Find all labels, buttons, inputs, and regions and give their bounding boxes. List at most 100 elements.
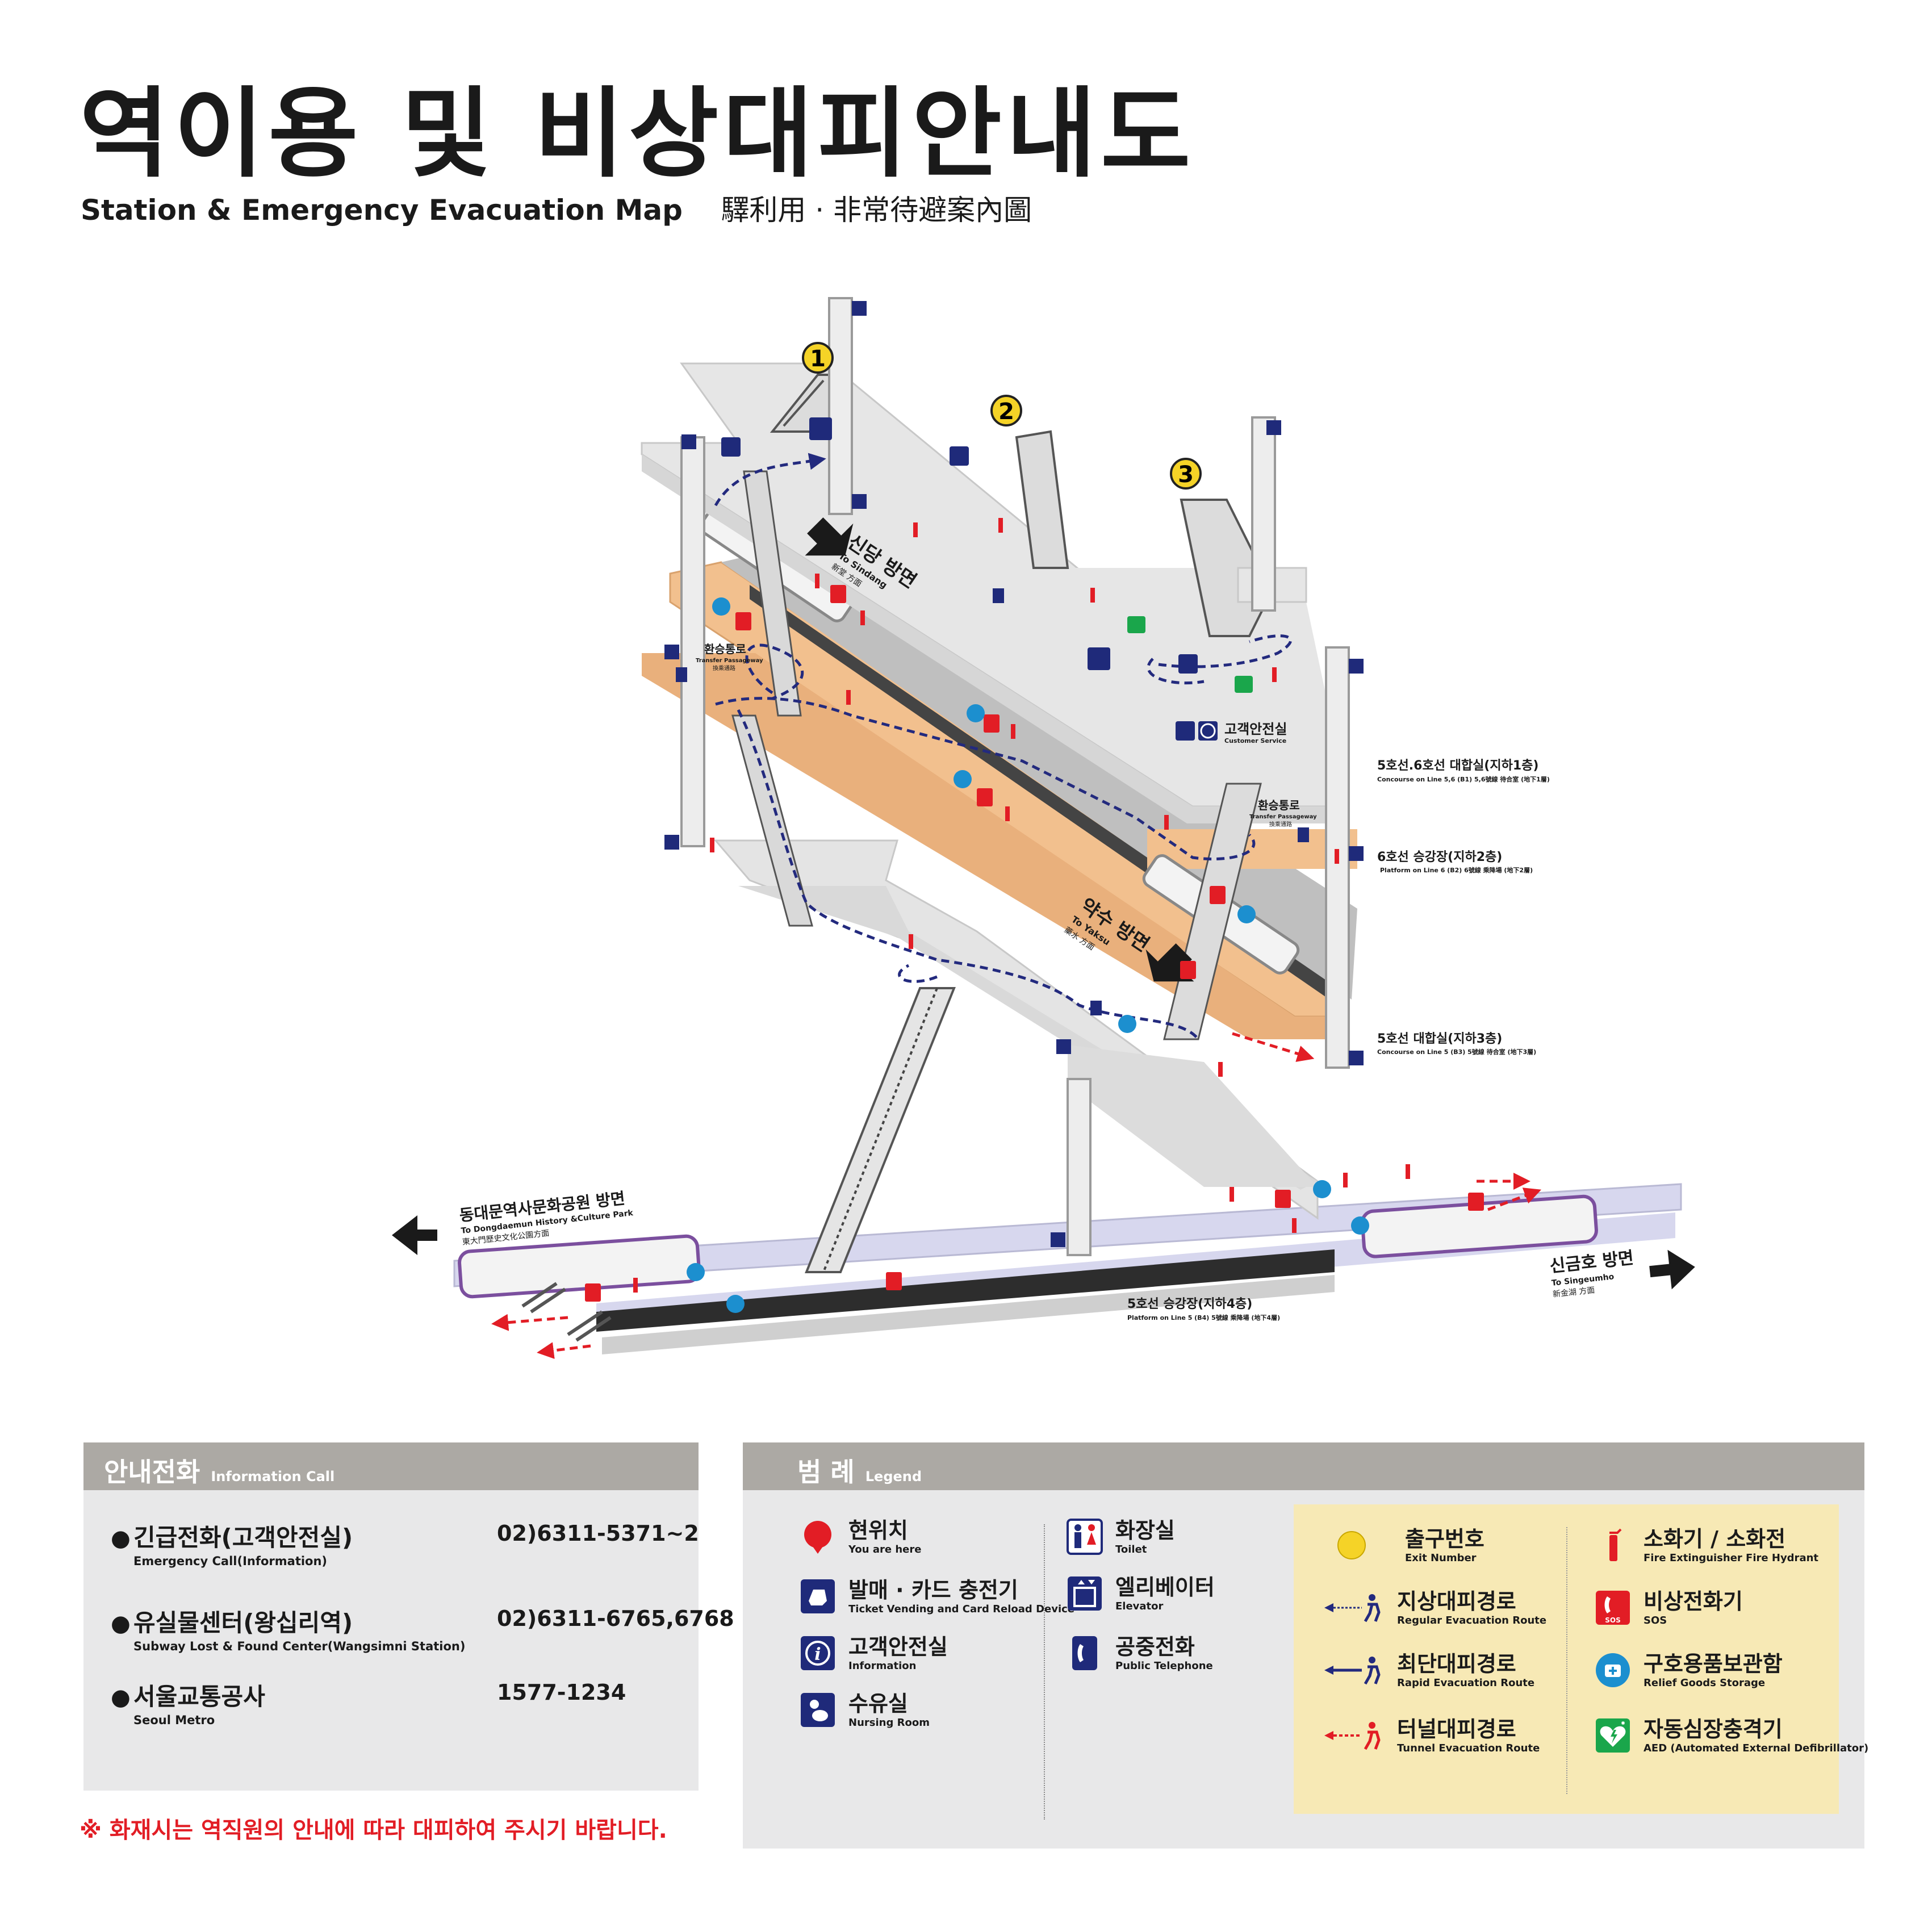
legend-sublabel: Regular Evacuation Route (1397, 1614, 1547, 1626)
legend-sublabel: Information (848, 1659, 917, 1672)
svg-text:換乘通路: 換乘通路 (1269, 821, 1292, 828)
aed-icon (1596, 1718, 1630, 1753)
seoul-metro-phone-number[interactable]: 1577-1234 (497, 1680, 626, 1705)
info-call-subtitle: Information Call (211, 1469, 335, 1484)
nursing-room-icon (801, 1693, 835, 1727)
legend-sublabel: Toilet (1115, 1543, 1147, 1555)
elevator-shafts (680, 297, 1350, 1256)
legend-label: 비상전화기 (1644, 1589, 1743, 1614)
legend-sublabel: AED (Automated External Defibrillator) (1644, 1742, 1869, 1754)
label-transfer-left: 환승통로 Transfer Passageway 換乘通路 (696, 642, 763, 672)
legend-label: 출구번호 (1405, 1527, 1484, 1552)
fire-notice: ※ 화재시는 역직원의 안내에 따라 대피하여 주시기 바랍니다. (80, 1817, 667, 1843)
level-b1-sub: Concourse on Line 5,6 (B1) 5,6號線 待合室 (地下… (1377, 775, 1550, 783)
rapid-evacuation-icon (1324, 1657, 1381, 1685)
label-transfer-right: 환승통로 Transfer Passageway 換乘通路 (1249, 798, 1317, 828)
legend-sublabel: Fire Extinguisher Fire Hydrant (1644, 1552, 1819, 1564)
toilet-icon-map (950, 446, 969, 466)
level-b4-label: 5호선 승강장(지하4층) (1127, 1297, 1252, 1311)
fire-extinguisher-icons (633, 518, 1410, 1293)
svg-text:換乘通路: 換乘通路 (713, 664, 735, 672)
info-call-header: 안내전화 Information Call (83, 1442, 699, 1490)
legend-sublabel: Rapid Evacuation Route (1397, 1676, 1535, 1689)
info-row-sublabel: Subway Lost & Found Center(Wangsimni Sta… (133, 1640, 466, 1653)
public-telephone-icon (1072, 1636, 1097, 1670)
info-row-sublabel: Seoul Metro (133, 1713, 215, 1727)
ticket-machine-icon (801, 1579, 835, 1613)
stair-exit-2 (1015, 430, 1069, 569)
legend-sublabel: SOS (1644, 1614, 1667, 1626)
legend-label: 구호용품보관함 (1644, 1651, 1783, 1676)
legend-label: 엘리베이터 (1115, 1575, 1215, 1600)
legend-label: 수유실 (848, 1691, 908, 1716)
exit-number-1: 1 (810, 346, 826, 372)
lost-found-phone-number[interactable]: 02)6311-6765,6768 (497, 1606, 734, 1631)
subtitle-english: Station & Emergency Evacuation Map (81, 194, 683, 227)
svg-text:신금호 방면: 신금호 방면 (1549, 1248, 1634, 1277)
info-row-sublabel: Emergency Call(Information) (133, 1554, 328, 1568)
legend-box-divider (1566, 1527, 1567, 1794)
info-row-label: 유실물센터(왕십리역) (133, 1609, 353, 1637)
exit-badge-3 (1170, 458, 1202, 490)
evacuation-routes (491, 453, 1542, 1360)
elevator-icon (1068, 1576, 1102, 1611)
level-b1-label: 5호선.6호선 대합실(지하1층) (1377, 758, 1538, 773)
direction-arrow-ddp (392, 1215, 437, 1255)
page-title: 역이용 및 비상대피안내도 (80, 77, 1195, 191)
exit-badges: 1 2 3 (802, 342, 1202, 490)
exit-number-2: 2 (998, 399, 1014, 425)
svg-text:Transfer Passageway: Transfer Passageway (1249, 814, 1317, 820)
label-singeumho: 신금호 방면 To Singeumho 新金湖 方面 (1549, 1248, 1634, 1299)
svg-text:Transfer Passageway: Transfer Passageway (696, 658, 763, 664)
relief-goods-icons (687, 597, 1369, 1313)
concourse-b1 (641, 362, 1347, 823)
fire-extinguisher-icon (1609, 1528, 1622, 1561)
info-call-panel: 안내전화 Information Call ● 긴급전화(고객안전실) Emer… (83, 1442, 734, 1791)
legend-sublabel: Ticket Vending and Card Reload Device (848, 1603, 1075, 1615)
legend-label: 자동심장충격기 (1644, 1717, 1783, 1742)
sos-phone-icon: SOS (1596, 1591, 1630, 1625)
legend-sublabel: Tunnel Evacuation Route (1397, 1742, 1540, 1754)
info-icons (721, 417, 1198, 674)
exit-badge-2 (990, 395, 1022, 426)
information-icon: i (801, 1636, 835, 1670)
train-line5-left (458, 1234, 701, 1299)
legend-sublabel: Exit Number (1405, 1552, 1477, 1564)
legend-header: 범 례 Legend (743, 1442, 1864, 1490)
relief-goods-icon (1596, 1653, 1630, 1687)
legend-sublabel: Nursing Room (848, 1716, 930, 1729)
legend-divider (1044, 1524, 1045, 1820)
svg-text:환승통로: 환승통로 (1258, 798, 1300, 812)
info-row-label: 서울교통공사 (133, 1683, 265, 1711)
legend-label: 최단대피경로 (1397, 1651, 1516, 1676)
svg-text:Customer Service: Customer Service (1224, 737, 1286, 745)
legend-label: 화장실 (1115, 1518, 1175, 1543)
platform-b4-line5 (453, 1183, 1682, 1354)
legend-subtitle: Legend (865, 1469, 922, 1484)
legend-sublabel: Public Telephone (1115, 1659, 1213, 1672)
svg-text:SOS: SOS (1605, 1616, 1621, 1624)
info-row-seoul-metro: ● 서울교통공사 Seoul Metro 1577-1234 (111, 1680, 626, 1727)
sos-phone-icons (585, 585, 1484, 1302)
svg-text:환승통로: 환승통로 (704, 642, 746, 656)
emergency-phone-number[interactable]: 02)6311-5371~2 (497, 1521, 699, 1546)
info-row-emergency: ● 긴급전화(고객안전실) Emergency Call(Information… (111, 1521, 699, 1568)
tunnel-evacuation-icon (1324, 1722, 1381, 1750)
elevator-icons (664, 301, 1364, 1247)
info-call-body: ● 긴급전화(고객안전실) Emergency Call(Information… (83, 1490, 734, 1791)
svg-text:新金湖 方面: 新金湖 方面 (1552, 1286, 1595, 1299)
toilet-icon (1067, 1519, 1103, 1555)
level-b2-label: 6호선 승강장(지하2층) (1377, 850, 1502, 864)
svg-text:i: i (814, 1645, 821, 1665)
legend-sublabel: Relief Goods Storage (1644, 1676, 1766, 1689)
